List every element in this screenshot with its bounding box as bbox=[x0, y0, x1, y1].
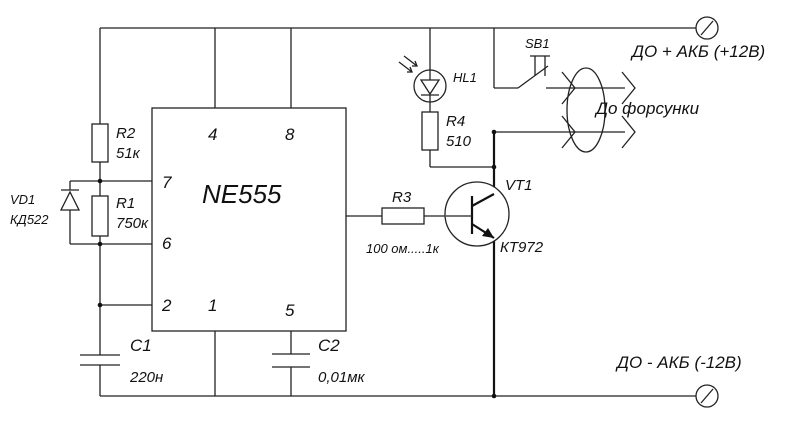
r1-ref: R1 bbox=[116, 195, 135, 212]
r1-body bbox=[91, 195, 109, 237]
pin-4-label: 4 bbox=[208, 125, 217, 144]
terminal-plus: ДО + АКБ (+12В) bbox=[630, 16, 765, 61]
diode-vd1: VD1 КД522 bbox=[10, 189, 81, 227]
ne555-body bbox=[151, 107, 347, 332]
sb1-ref: SB1 bbox=[525, 36, 550, 51]
transistor-vt1: VT1 КТ972 bbox=[444, 177, 544, 256]
c2-ref: C2 bbox=[318, 336, 340, 355]
r2-body bbox=[91, 123, 109, 163]
pin-1-label: 1 bbox=[208, 296, 217, 315]
c2-value: 0,01мк bbox=[318, 369, 365, 386]
pin-6-label: 6 bbox=[162, 234, 172, 253]
vd1-value: КД522 bbox=[10, 212, 49, 227]
resistor-r3: R3 100 ом.....1к bbox=[366, 189, 440, 256]
vt1-circle bbox=[444, 181, 510, 247]
ne555-chip: NE555 4 8 7 6 2 1 5 bbox=[151, 107, 347, 332]
r4-ref: R4 bbox=[446, 113, 465, 130]
junction-dots bbox=[97, 129, 497, 399]
r3-value: 100 ом.....1к bbox=[366, 241, 440, 256]
terminal-minus: ДО - АКБ (-12В) bbox=[615, 353, 742, 408]
vt1-ref: VT1 bbox=[505, 177, 533, 194]
r3-ref: R3 bbox=[392, 189, 412, 206]
capacitor-c1: C1 220н bbox=[80, 336, 163, 386]
ne555-name: NE555 bbox=[202, 179, 282, 209]
minus-label: ДО - АКБ (-12В) bbox=[615, 353, 742, 372]
r1-value: 750к bbox=[116, 215, 149, 232]
c1-ref: C1 bbox=[130, 336, 152, 355]
resistor-r2: R2 51к bbox=[91, 123, 141, 163]
hl1-light-ray-1 bbox=[398, 61, 413, 73]
r2-value: 51к bbox=[116, 145, 141, 162]
injector-label: До форсунки bbox=[594, 99, 700, 118]
hl1-ref: HL1 bbox=[453, 70, 477, 85]
vd1-ref: VD1 bbox=[10, 192, 35, 207]
plus-label: ДО + АКБ (+12В) bbox=[630, 42, 765, 61]
injector-connector: До форсунки bbox=[561, 67, 700, 153]
pin-8-label: 8 bbox=[285, 125, 295, 144]
hl1-light-ray-2 bbox=[403, 55, 418, 67]
r3-body bbox=[381, 207, 425, 225]
vd1-triangle bbox=[59, 190, 81, 211]
injector-ellipse bbox=[566, 67, 606, 153]
resistor-r1: R1 750к bbox=[91, 195, 149, 237]
switch-sb1: SB1 bbox=[525, 36, 550, 76]
vt1-emitter-arrow bbox=[482, 228, 494, 238]
pin-7-label: 7 bbox=[162, 173, 172, 192]
r4-body bbox=[421, 111, 439, 151]
r4-value: 510 bbox=[446, 133, 472, 150]
pin-2-label: 2 bbox=[161, 296, 172, 315]
capacitor-c2: C2 0,01мк bbox=[272, 336, 365, 386]
led-hl1: HL1 bbox=[398, 55, 477, 103]
vt1-collector bbox=[471, 193, 495, 207]
pin-5-label: 5 bbox=[285, 301, 295, 320]
resistor-r4: R4 510 bbox=[421, 111, 472, 151]
c1-value: 220н bbox=[129, 369, 163, 386]
r2-ref: R2 bbox=[116, 125, 136, 142]
vt1-value: КТ972 bbox=[500, 239, 544, 256]
